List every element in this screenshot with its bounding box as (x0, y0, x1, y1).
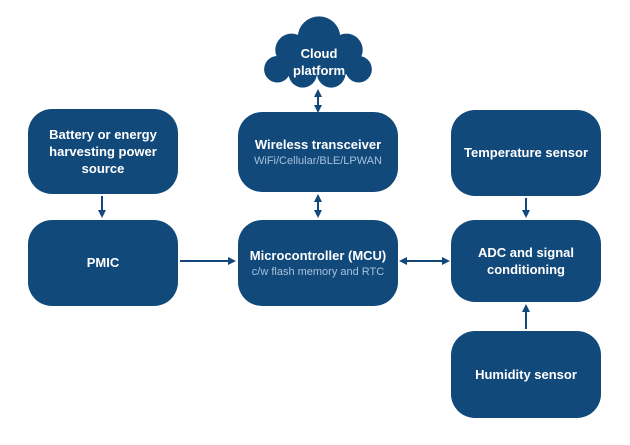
arrow-humidity-adc (522, 304, 530, 329)
node-wireless-label: Wireless transceiver (254, 136, 382, 152)
node-mcu: Microcontroller (MCU) c/w flash memory a… (238, 220, 398, 306)
node-mcu-sublabel: c/w flash memory and RTC (251, 265, 385, 278)
node-wireless-sublabel: WiFi/Cellular/BLE/LPWAN (254, 154, 382, 167)
cloud-icon (264, 16, 372, 88)
node-mcu-label: Microcontroller (MCU) (249, 247, 387, 263)
arrow-temperature-adc (522, 198, 530, 218)
node-wireless-transceiver: Wireless transceiver WiFi/Cellular/BLE/L… (238, 112, 398, 192)
node-humidity-label: Humidity sensor (475, 366, 577, 382)
node-battery-label: Battery or energy harvesting power sourc… (49, 126, 157, 177)
node-temperature-sensor: Temperature sensor (451, 110, 601, 196)
node-pmic: PMIC (28, 220, 178, 306)
node-cloud-label: Cloud platform (293, 46, 345, 78)
node-cloud: Cloud platform (258, 12, 380, 94)
arrow-mcu-adc (399, 257, 450, 265)
node-humidity-sensor: Humidity sensor (451, 331, 601, 418)
node-temperature-label: Temperature sensor (463, 145, 589, 161)
node-adc-label: ADC and signal conditioning (477, 244, 575, 277)
node-pmic-label: PMIC (86, 255, 120, 271)
arrow-wireless-mcu (314, 194, 322, 218)
node-battery: Battery or energy harvesting power sourc… (28, 109, 178, 194)
node-adc: ADC and signal conditioning (451, 220, 601, 302)
arrow-pmic-mcu (180, 257, 236, 265)
arrow-battery-pmic (98, 196, 106, 218)
